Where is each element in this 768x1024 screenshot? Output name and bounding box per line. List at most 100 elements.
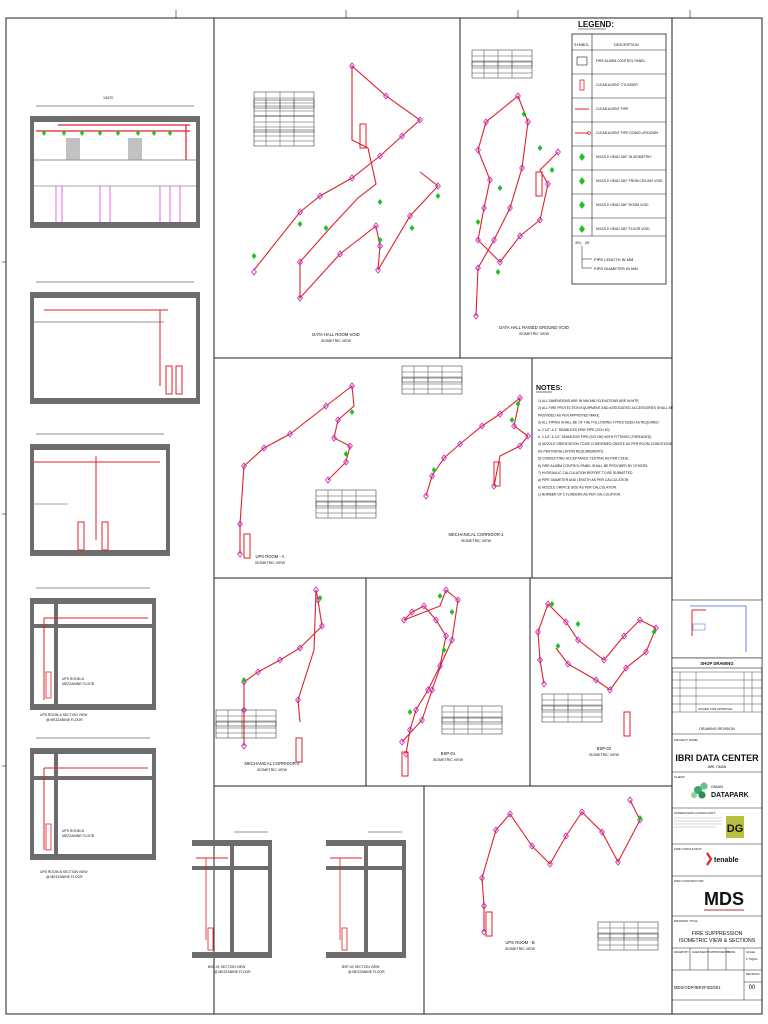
section-ups-room-a bbox=[30, 587, 156, 710]
nozzle-green-mark bbox=[323, 225, 329, 231]
nozzle-mark bbox=[297, 644, 303, 652]
nozzle-green-mark bbox=[241, 677, 247, 683]
nozzle-mark bbox=[319, 622, 325, 630]
section-upsa-view: UPS ROOM-A SECTION VIEW bbox=[40, 713, 88, 717]
fire-consultant-label: FIRE CONSULTANT: bbox=[674, 847, 702, 851]
iso-table-data-hall-room-c bbox=[253, 115, 315, 133]
nozzle-mark bbox=[347, 442, 353, 450]
slab-bottom bbox=[30, 550, 170, 556]
contractor-logo: MDS bbox=[704, 889, 744, 909]
nozzle-mark bbox=[455, 596, 461, 604]
nozzle-mark bbox=[297, 258, 303, 266]
nozzle-mark bbox=[399, 738, 405, 746]
iso-bsp-01 bbox=[399, 586, 461, 777]
note-line: a) PIPE DIAMETER AND LENGTH AS PER CALCU… bbox=[538, 478, 629, 482]
drawn-by-label: DRAWN BY bbox=[674, 950, 689, 954]
legend-title: LEGEND: bbox=[578, 20, 614, 29]
client-logo: OMAN DATAPARK bbox=[691, 782, 749, 799]
section-ups-plant bbox=[30, 281, 200, 404]
legend-item-label: NOZZLE HEAD 360° FROM CEILING VOID bbox=[596, 179, 663, 183]
nozzle-mark bbox=[98, 130, 102, 136]
slab-top bbox=[30, 748, 156, 754]
slab-top bbox=[30, 444, 170, 450]
cylinder-mark bbox=[401, 751, 409, 777]
nozzle-mark bbox=[507, 810, 513, 818]
cylinder-icon bbox=[579, 79, 585, 91]
key-plan-drawing bbox=[690, 605, 747, 652]
note-line: 5) CONDUCTING ACCEPTANCE TESTING AS PER … bbox=[538, 457, 629, 461]
nozzle-mark bbox=[637, 616, 643, 624]
note-line: 6) FIRE ALARM CONTROL PANEL SHALL BE PRO… bbox=[538, 464, 648, 468]
consultant-label: SUPERVISION CONSULTANT: bbox=[674, 811, 716, 815]
key-plan bbox=[671, 599, 763, 659]
bsp-section-a-floor: @ MEZZANINE FLOOR bbox=[214, 970, 251, 974]
cylinder-mark bbox=[243, 533, 251, 559]
nozzle-mark bbox=[653, 624, 659, 632]
note-line: b) NOZZLE ORIFICE SIZE AS PER CALCULATIO… bbox=[538, 485, 617, 489]
nozzle-mark bbox=[579, 808, 585, 816]
iso-table-data-hall-room-d bbox=[253, 129, 315, 147]
table-border bbox=[597, 933, 659, 951]
iso-data-hall-raised bbox=[473, 92, 561, 320]
cylinder bbox=[101, 521, 109, 551]
legend: LEGEND: SYMBOL DESCRIPTION FIRE ALARM CO… bbox=[571, 20, 667, 285]
nozzle-mark bbox=[241, 742, 247, 750]
view-title-bsp-01: BSP-01 bbox=[441, 751, 456, 756]
cylinder bbox=[77, 521, 85, 551]
nozzle-mark bbox=[287, 430, 293, 438]
view-subtitle-data-hall-room: ISOMETRIC VIEW bbox=[321, 339, 352, 343]
section-upsb-view: UPS ROOM-B SECTION VIEW bbox=[40, 870, 88, 874]
cylinder bbox=[207, 927, 214, 951]
section-top-dimension: 13470 bbox=[103, 96, 113, 100]
legend-item-label: NOZZLE HEAD 360° FLOOR VOID bbox=[596, 227, 650, 231]
nozzle-mark bbox=[507, 204, 513, 212]
fire-alarm-panel-icon bbox=[576, 56, 588, 66]
view-subtitle-bsp-02: ISOMETRIC VIEW bbox=[589, 753, 620, 757]
nozzle-mark bbox=[429, 686, 435, 694]
table-border bbox=[315, 501, 377, 519]
note-line: AS PER INSTALLATION REQUIREMENTS. bbox=[538, 449, 604, 453]
client-label: CLIENT: bbox=[674, 775, 685, 779]
slab-bottom bbox=[30, 704, 156, 710]
nozzle-green-mark bbox=[349, 409, 355, 415]
section-upsa-floor: @ MEZZANINE FLOOR bbox=[46, 718, 83, 722]
table-border bbox=[597, 921, 659, 939]
panel-dividers bbox=[213, 18, 673, 1014]
nozzle-mark bbox=[433, 616, 439, 624]
nozzle-mark bbox=[255, 668, 261, 676]
table-border bbox=[471, 61, 533, 79]
nozzle-mark bbox=[343, 458, 349, 466]
nozzle-mark bbox=[475, 264, 481, 272]
fire-consultant-logo-text: tenable bbox=[714, 857, 739, 864]
nozzle-mark bbox=[313, 586, 319, 594]
view-subtitle-ups-room-a: ISOMETRIC VIEW bbox=[255, 561, 286, 565]
legend-pipe-diameter: PIPE DIAMETER IN MM bbox=[594, 266, 638, 271]
client-logo-bottom: DATAPARK bbox=[711, 792, 749, 799]
section-room-3 bbox=[30, 433, 170, 556]
table-border bbox=[401, 377, 463, 395]
nozzle-mark bbox=[497, 258, 503, 266]
nozzle-mark bbox=[493, 826, 499, 834]
nozzle-mark bbox=[479, 422, 485, 430]
cylinder-mark bbox=[359, 123, 367, 149]
nozzle-mark bbox=[563, 832, 569, 840]
nozzle-mark bbox=[457, 440, 463, 448]
nozzle-mark bbox=[325, 476, 331, 484]
wall-right bbox=[152, 598, 156, 710]
note-line: c) NUMBER OF CYLINDERS AS PER CALCULATIO… bbox=[538, 493, 621, 497]
svg-text:20| 20: 20| 20 bbox=[575, 241, 590, 246]
nozzle-mark bbox=[537, 656, 543, 664]
legend-symbol-header: SYMBOL bbox=[574, 43, 589, 47]
nozzle-mark bbox=[116, 130, 120, 136]
cylinder bbox=[341, 927, 348, 951]
view-title-mech-corridor-1: MECHANICAL CORRIDOR-1 bbox=[449, 532, 505, 537]
nozzle-mark bbox=[277, 656, 283, 664]
section-labels: 13470 UPS ROOM-A MEZZANINE FLOOR UPS ROO… bbox=[40, 96, 385, 974]
drawing-title-line-1: FIRE SUPPRESSION bbox=[692, 931, 743, 937]
nozzle-mark bbox=[335, 416, 341, 424]
nozzle-mark bbox=[487, 176, 493, 184]
table-border bbox=[253, 129, 315, 147]
slab-bottom bbox=[30, 222, 200, 228]
nozzle-mark bbox=[511, 422, 517, 430]
iso-data-hall-room bbox=[251, 62, 441, 302]
